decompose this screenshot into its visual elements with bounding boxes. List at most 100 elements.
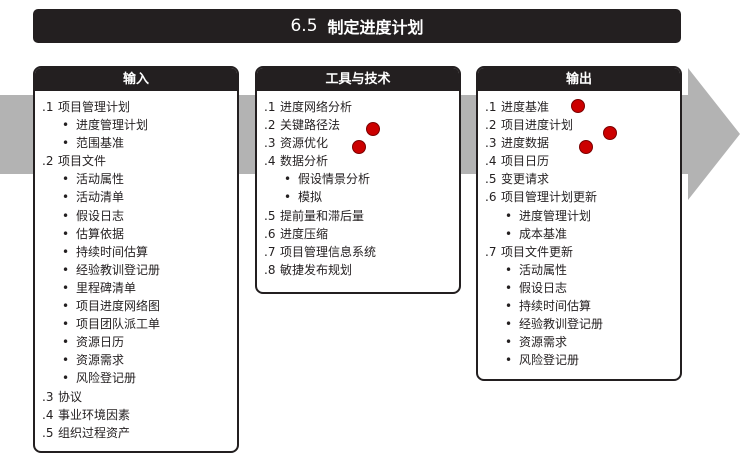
marker-resource-optimization	[352, 140, 366, 154]
bullet-icon: •	[62, 208, 70, 223]
list-item: • 风险登记册	[478, 351, 680, 369]
bullet-icon: •	[62, 280, 70, 295]
item-label: 项目文件更新	[501, 244, 574, 259]
bullet-icon: •	[505, 226, 513, 241]
item-label: 风险登记册	[519, 353, 580, 368]
list-item: •范围基准	[35, 134, 237, 152]
item-label: 事业环境因素	[58, 407, 131, 422]
list-item: .2 关键路径法	[257, 116, 459, 134]
list-item: • 资源日历	[35, 333, 237, 351]
item-number: .2	[485, 118, 497, 133]
item-label: 项目进度网络图	[76, 299, 161, 314]
item-number: .1	[485, 100, 497, 114]
bullet-icon: •	[62, 335, 70, 350]
list-item: • 里程碑清单	[35, 279, 237, 297]
marker-schedule-baseline	[571, 99, 585, 113]
item-label: 数据分析	[280, 154, 329, 169]
item-label: 组织过程资产	[58, 425, 131, 440]
item-label: 经验教训登记册	[76, 262, 161, 277]
bullet-icon: •	[505, 353, 513, 368]
bullet-icon: •	[505, 299, 513, 314]
list-item: •持续时间估算	[478, 297, 680, 315]
process-title: 制定进度计划	[327, 18, 424, 37]
list-item: .5 提前量和滞后量	[257, 207, 459, 225]
list-item: •估算依据	[35, 225, 237, 243]
bullet-icon: •	[505, 262, 513, 277]
item-label: 项目文件	[58, 154, 107, 169]
item-label: 成本基准	[519, 226, 568, 241]
item-label: 资源日历	[76, 335, 125, 350]
item-label: 关键路径法	[280, 118, 341, 133]
item-label: 持续时间估算	[76, 244, 149, 259]
bullet-icon: •	[62, 190, 70, 205]
item-number: .7	[264, 244, 276, 259]
bullet-icon: •	[62, 244, 70, 259]
inputs-header: 输入	[35, 68, 237, 91]
item-number: .4	[485, 154, 497, 169]
item-label: 活动属性	[76, 172, 125, 187]
item-label: 资源需求	[76, 353, 125, 368]
item-number: .5	[42, 425, 54, 440]
item-label: 假设日志	[76, 208, 125, 223]
list-item: • 持续时间估算	[35, 243, 237, 261]
item-number: .3	[42, 389, 54, 404]
item-number: .2	[264, 118, 276, 133]
item-label: 项目进度计划	[501, 118, 574, 133]
list-item: • 项目进度网络图	[35, 297, 237, 315]
list-item: • 项目团队派工单	[35, 315, 237, 333]
item-number: .5	[485, 172, 497, 187]
item-label: 进度压缩	[280, 226, 329, 241]
list-item: • 活动属性	[478, 261, 680, 279]
item-label: 活动清单	[76, 190, 125, 205]
bullet-icon: •	[284, 190, 292, 205]
list-item: •风险登记册	[35, 369, 237, 387]
list-item: •资源需求	[478, 333, 680, 351]
item-label: 假设日志	[519, 280, 568, 295]
item-label: 估算依据	[76, 226, 125, 241]
item-label: 活动属性	[519, 262, 568, 277]
item-label: 项目管理计划更新	[501, 190, 598, 205]
list-item: • 成本基准	[478, 225, 680, 243]
item-label: 项目团队派工单	[76, 317, 161, 332]
list-item: • 进度管理计划	[35, 116, 237, 134]
item-number: .6	[264, 226, 276, 241]
item-label: 进度管理计划	[76, 118, 149, 133]
bullet-icon: •	[284, 172, 292, 187]
item-label: 提前量和滞后量	[280, 208, 365, 223]
outputs-header: 输出	[478, 68, 680, 91]
marker-schedule-data	[579, 140, 593, 154]
item-number: .1	[264, 100, 276, 114]
item-number: .3	[264, 136, 276, 151]
list-item: .2 项目进度计划	[478, 116, 680, 134]
bullet-icon: •	[505, 208, 513, 223]
bullet-icon: •	[62, 118, 70, 133]
bullet-icon: •	[62, 299, 70, 314]
list-item: •经验教训登记册	[35, 261, 237, 279]
list-item: •经验教训登记册	[478, 315, 680, 333]
bullet-icon: •	[62, 317, 70, 332]
list-item: • 活动清单	[35, 188, 237, 206]
item-label: 里程碑清单	[76, 280, 137, 295]
bullet-icon: •	[505, 317, 513, 332]
list-item: •活动属性	[35, 170, 237, 188]
item-number: .5	[264, 208, 276, 223]
process-number: 6.5	[290, 16, 318, 36]
item-number: .4	[42, 407, 54, 422]
list-item: •模拟	[257, 188, 459, 206]
bullet-icon: •	[62, 371, 70, 386]
item-number: .3	[485, 136, 497, 151]
